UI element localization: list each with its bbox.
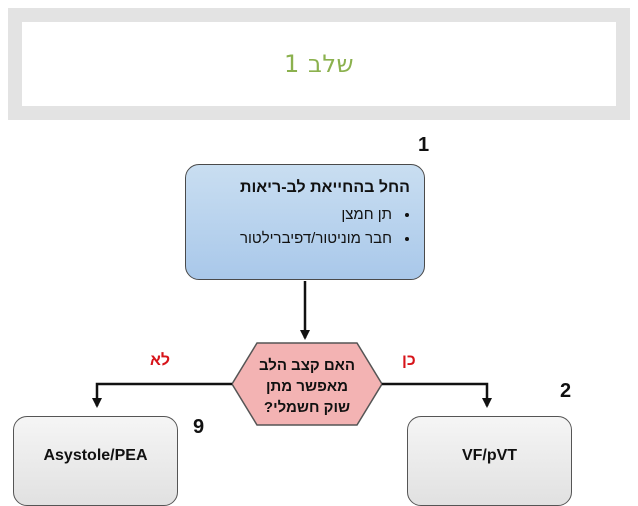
start-bullet-oxygen: תן חמצן: [200, 203, 394, 227]
start-box: החל בהחייאת לב-ריאות תן חמצן חבר מוניטור…: [185, 164, 425, 280]
start-title: החל בהחייאת לב-ריאות: [239, 179, 410, 196]
title-banner: שלב 1: [22, 22, 616, 106]
start-bullet-list: תן חמצן חבר מוניטור/דפיברילטור: [200, 203, 410, 251]
decision-question: האם קצב הלב מאפשר מתן שוק חשמלי?: [234, 355, 380, 418]
vf-pvt-label: VF/pVT: [461, 447, 518, 464]
arrow-no-branch: [92, 382, 232, 408]
start-bullet-monitor: חבר מוניטור/דפיברילטור: [200, 227, 394, 251]
step-number-no: 9: [193, 416, 205, 438]
decision-line-1: האם קצב הלב: [258, 357, 356, 374]
flow-connectors: [92, 281, 492, 426]
decision-line-3: שוק חשמלי?: [263, 399, 351, 416]
asystole-pea-label: Asystole/PEA: [43, 447, 148, 464]
no-label: לא: [150, 352, 171, 369]
step-number-yes: 2: [560, 380, 572, 402]
arrow-yes-branch: [382, 382, 492, 408]
step-number-start: 1: [418, 134, 430, 156]
slide-title: שלב 1: [284, 50, 354, 78]
yes-label: כן: [402, 352, 416, 369]
asystole-pea-box: Asystole/PEA: [13, 416, 178, 506]
decision-line-2: מאפשר מתן: [266, 378, 348, 395]
vf-pvt-box: VF/pVT: [407, 416, 572, 506]
title-frame: שלב 1: [8, 8, 630, 120]
